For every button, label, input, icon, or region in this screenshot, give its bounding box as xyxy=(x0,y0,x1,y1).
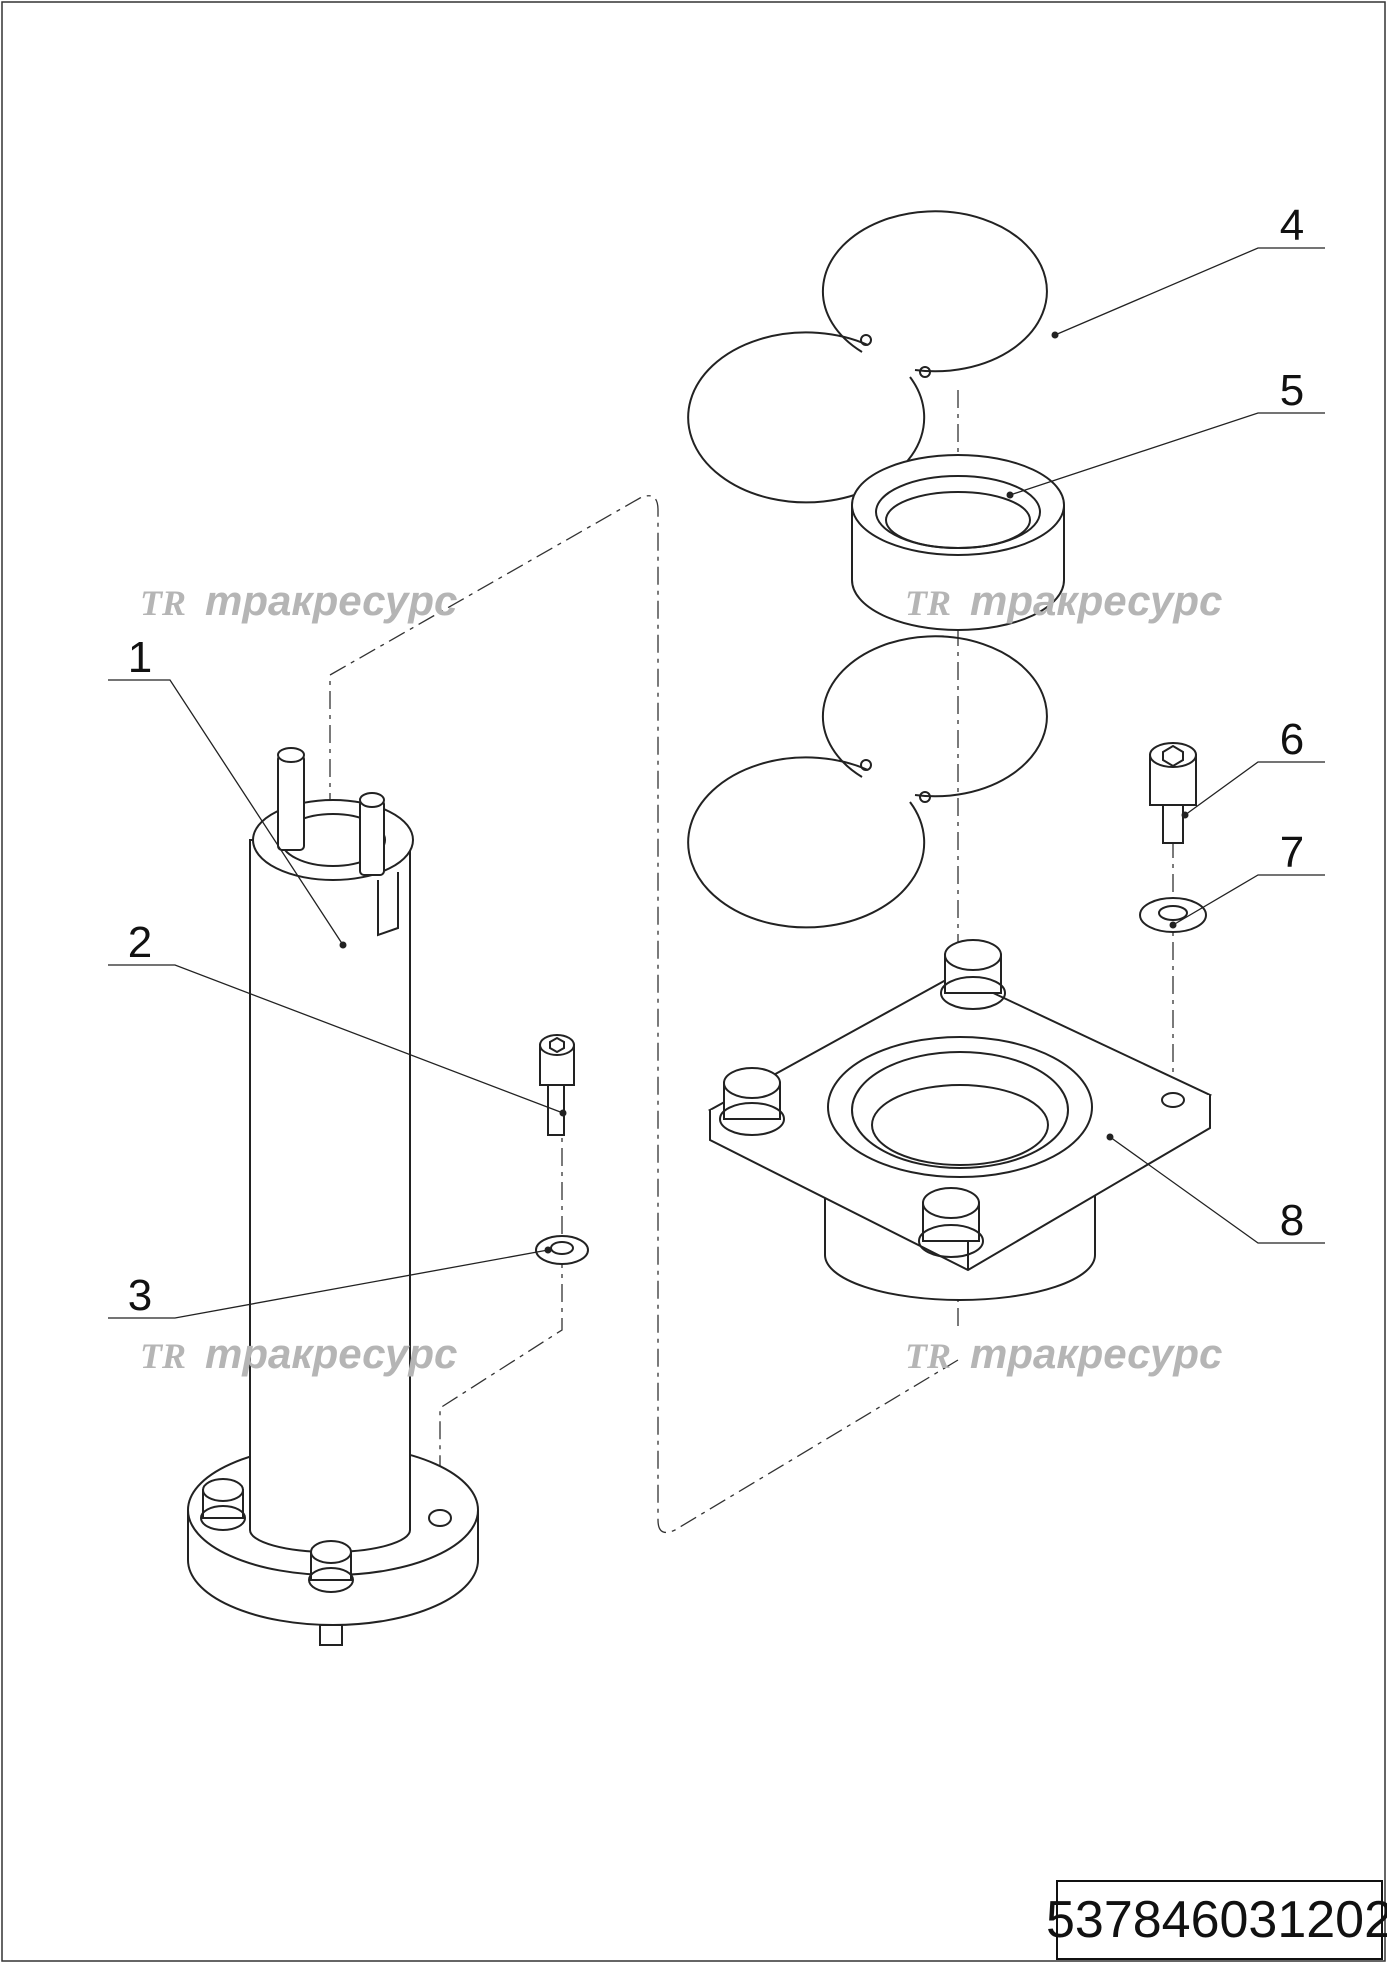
watermark-logo: TR xyxy=(905,583,951,623)
callout-3: 3 xyxy=(128,1271,152,1320)
watermark-text: тракресурс xyxy=(970,577,1222,624)
part-6-bolt xyxy=(1149,742,1197,844)
watermark-text: тракресурс xyxy=(970,1330,1222,1377)
watermark-logo: TR xyxy=(140,583,186,623)
watermark-top-right: TR тракресурс xyxy=(905,577,1222,624)
watermark-logo: TR xyxy=(905,1336,951,1376)
part-number-box: 537846031202 xyxy=(1046,1880,1387,1960)
callout-2: 2 xyxy=(128,918,152,967)
watermark-bottom-left: TR тракресурс xyxy=(140,1330,457,1377)
part-1-column xyxy=(187,747,479,1646)
watermark-text: тракресурс xyxy=(205,577,457,624)
leader-dots xyxy=(339,331,1189,1254)
watermark-text: тракресурс xyxy=(205,1330,457,1377)
part-number: 537846031202 xyxy=(1045,1891,1387,1949)
part-5-bushing xyxy=(851,454,1065,631)
part-4-circlip xyxy=(687,210,1048,504)
callout-6: 6 xyxy=(1280,715,1304,764)
part-2-bolt xyxy=(539,1034,575,1136)
part-8-flange-housing xyxy=(707,939,1213,1301)
watermark-top-left: TR тракресурс xyxy=(140,577,457,624)
callout-1: 1 xyxy=(128,633,152,682)
leader-lines xyxy=(108,247,1325,1319)
watermark-bottom-right: TR тракресурс xyxy=(905,1330,1222,1377)
part-7-washer xyxy=(1139,897,1207,933)
callout-4: 4 xyxy=(1280,201,1304,250)
part-3-washer xyxy=(535,1235,589,1265)
circlip-lower xyxy=(687,635,1048,929)
callout-5: 5 xyxy=(1280,366,1304,415)
watermark-logo: TR xyxy=(140,1336,186,1376)
callout-7: 7 xyxy=(1280,828,1304,877)
callout-8: 8 xyxy=(1280,1196,1304,1245)
